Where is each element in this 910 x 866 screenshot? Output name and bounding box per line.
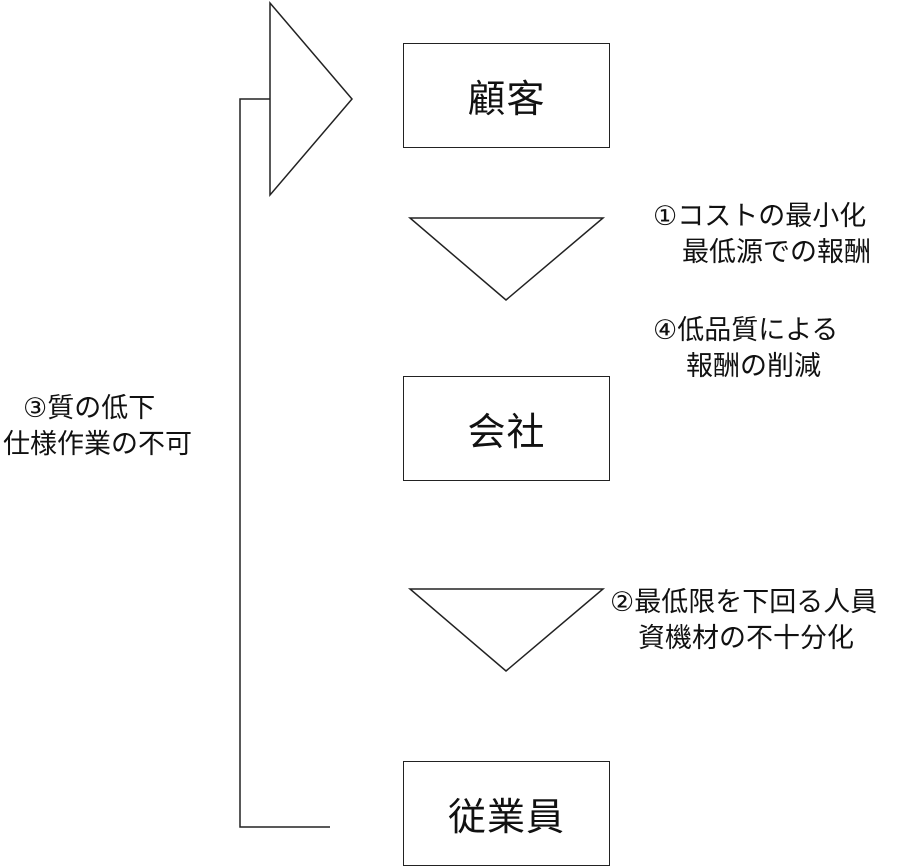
feedback-line: [239, 98, 330, 828]
customer-label: 顧客: [467, 77, 546, 121]
customer-box: 顧客: [403, 43, 610, 148]
company-box: 会社: [403, 376, 610, 481]
note-insufficient-line1: ②最低限を下回る人員: [610, 587, 878, 618]
arrow-customer-to-company: [407, 217, 606, 301]
note-cost-minimization-line2: 最低源での報酬: [682, 237, 871, 268]
note-insufficient-resources: ②最低限を下回る人員 資機材の不十分化: [610, 585, 877, 657]
arrow-company-to-employee: [407, 588, 606, 672]
note-insufficient-line2: 資機材の不十分化: [638, 623, 854, 654]
note-low-quality-reward-cut: ④低品質による 報酬の削減: [653, 313, 838, 385]
employee-box: 従業員: [403, 761, 610, 866]
note-quality-decline-line1: ③質の低下: [23, 393, 156, 424]
employee-label: 従業員: [447, 795, 565, 839]
note-quality-decline: ③質の低下 仕様作業の不可: [3, 391, 192, 463]
note-cost-minimization-line1: ①コストの最小化: [653, 201, 867, 232]
arrow-to-customer: [269, 0, 353, 198]
note-low-quality-line2: 報酬の削減: [686, 351, 821, 382]
company-label: 会社: [467, 410, 546, 454]
note-quality-decline-line2: 仕様作業の不可: [3, 429, 192, 460]
note-cost-minimization: ①コストの最小化 最低源での報酬: [653, 199, 871, 271]
note-low-quality-line1: ④低品質による: [653, 315, 839, 346]
